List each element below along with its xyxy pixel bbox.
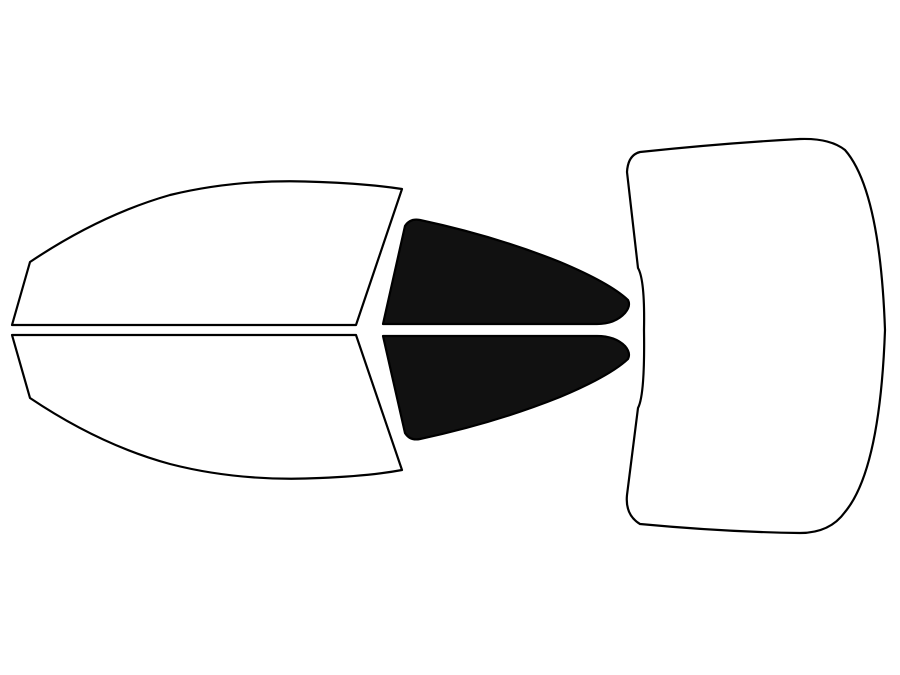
- rear-door-window-bottom[interactable]: [381, 334, 631, 441]
- rear-door-window-top[interactable]: [381, 218, 631, 326]
- front-door-window-bottom[interactable]: [10, 333, 404, 480]
- front-door-window-top[interactable]: [10, 180, 404, 327]
- rear-windshield[interactable]: [625, 137, 887, 535]
